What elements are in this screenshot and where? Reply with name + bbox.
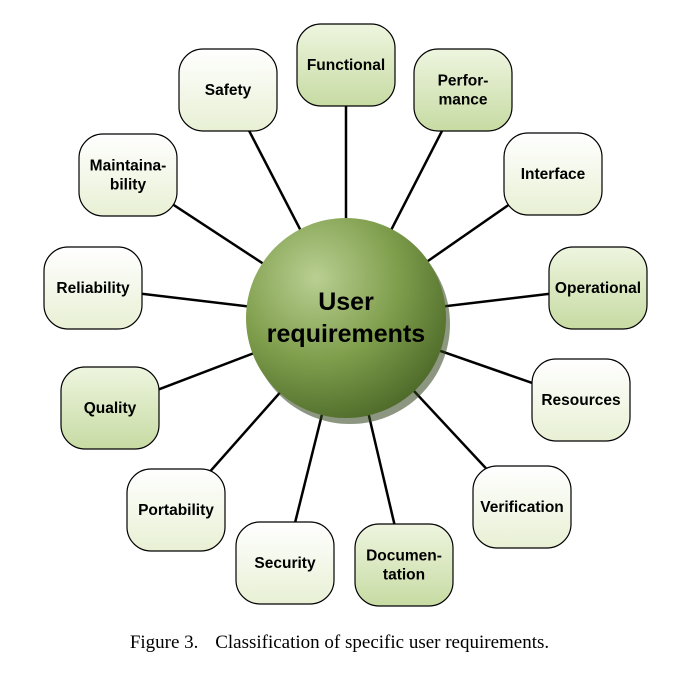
node-label-safety: Safety	[205, 82, 252, 99]
node-label-resources: Resources	[541, 392, 620, 409]
center-circle	[246, 218, 446, 418]
center-label: User	[318, 288, 374, 316]
node-box-documentation	[354, 523, 454, 607]
node-box-security	[235, 521, 335, 605]
node-box-operational	[548, 246, 648, 330]
node-quality: Quality	[60, 366, 160, 450]
node-safety: Safety	[178, 48, 278, 132]
requirement-nodes: FunctionalPerfor-manceInterfaceOperation…	[43, 23, 648, 607]
node-reliability: Reliability	[43, 246, 143, 330]
node-label-reliability: Reliability	[56, 280, 130, 297]
caption-label: Figure 3.	[129, 632, 199, 653]
node-interface: Interface	[503, 132, 603, 216]
node-performance: Perfor-mance	[413, 48, 513, 132]
node-box-verification	[472, 465, 572, 549]
node-resources: Resources	[531, 358, 631, 442]
node-box-interface	[503, 132, 603, 216]
node-box-quality	[60, 366, 160, 450]
node-label-operational: Operational	[555, 280, 641, 297]
node-label-quality: Quality	[84, 400, 137, 417]
requirements-diagram: FunctionalPerfor-manceInterfaceOperation…	[43, 23, 648, 607]
node-label-maintainability: Maintaina-	[90, 158, 167, 175]
center-node: User requirements	[246, 218, 450, 424]
node-security: Security	[235, 521, 335, 605]
caption-text: Classification of specific user requirem…	[215, 632, 550, 653]
node-label-verification: Verification	[480, 499, 564, 516]
node-verification: Verification	[472, 465, 572, 549]
node-box-portability	[126, 468, 226, 552]
figure-caption: Figure 3. Classification of specific use…	[0, 632, 679, 654]
node-label-security: Security	[254, 555, 316, 572]
node-operational: Operational	[548, 246, 648, 330]
node-maintainability: Maintaina-bility	[78, 133, 178, 217]
node-box-reliability	[43, 246, 143, 330]
node-box-performance	[413, 48, 513, 132]
node-box-functional	[296, 23, 396, 107]
node-label-portability: Portability	[138, 502, 214, 519]
node-label-functional: Functional	[307, 57, 385, 74]
node-box-maintainability	[78, 133, 178, 217]
node-label-documentation: tation	[383, 567, 425, 584]
node-documentation: Documen-tation	[354, 523, 454, 607]
node-label-documentation: Documen-	[366, 548, 442, 565]
node-label-maintainability: bility	[110, 177, 147, 194]
node-functional: Functional	[296, 23, 396, 107]
node-box-resources	[531, 358, 631, 442]
node-portability: Portability	[126, 468, 226, 552]
node-label-performance: Perfor-	[438, 73, 489, 90]
node-label-interface: Interface	[521, 166, 586, 183]
node-label-performance: mance	[438, 92, 487, 109]
node-box-safety	[178, 48, 278, 132]
center-label: requirements	[267, 320, 425, 348]
